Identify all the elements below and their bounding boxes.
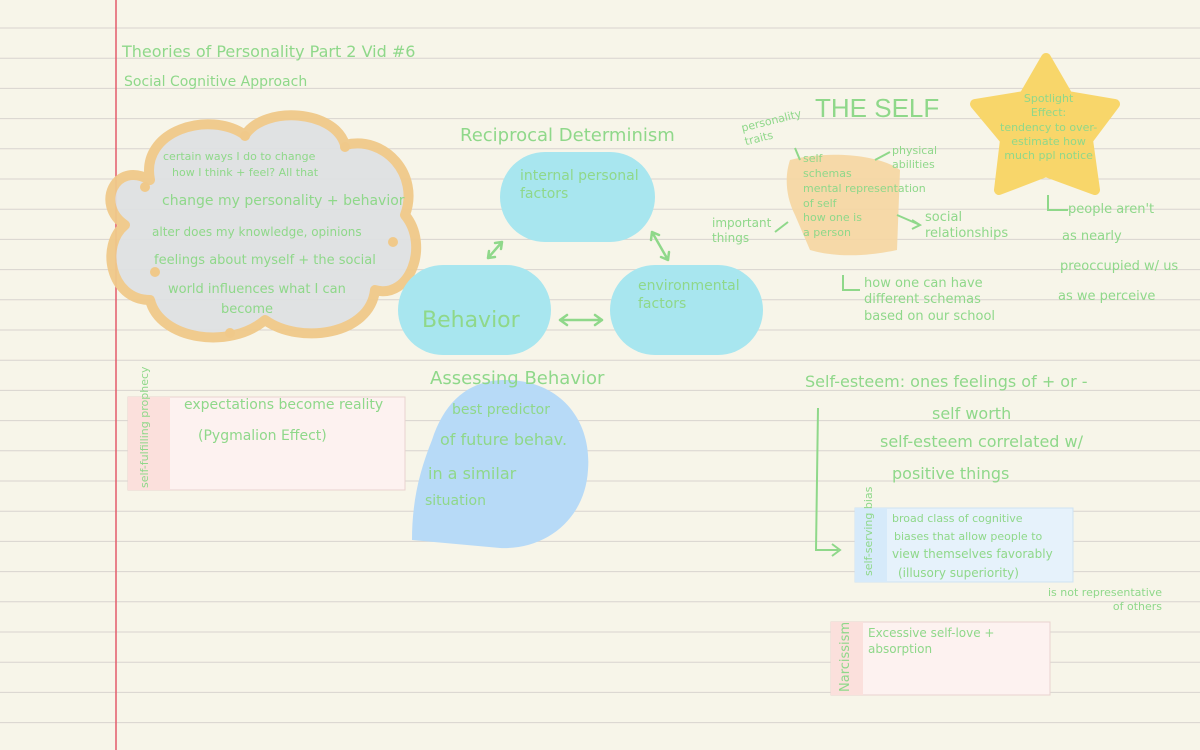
cloud-line: alter does my knowledge, opinions	[152, 225, 362, 239]
self-esteem-bracket	[814, 407, 842, 557]
self-serving-line: view themselves favorably	[892, 547, 1053, 561]
self-highlight	[786, 154, 900, 256]
self-fulfilling-tab	[128, 397, 170, 490]
cloud-line: certain ways I do to change	[163, 150, 316, 163]
cloud-line: how I think + feel? All that	[172, 166, 319, 179]
internal-factors-bubble	[500, 152, 655, 242]
self-esteem-line: self-esteem correlated w/	[880, 432, 1084, 451]
arrow-internal-environment	[649, 230, 671, 262]
narcissism-tab-label: Narcissism	[838, 621, 853, 692]
behavior-bubble	[398, 265, 551, 355]
self-fulfilling-line: expectations become reality	[184, 397, 384, 413]
environmental-factors-label: environmental factors	[638, 278, 740, 312]
self-serving-line: (illusory superiority)	[898, 566, 1019, 580]
self-esteem-line: Self-esteem: ones feelings of + or -	[805, 372, 1088, 391]
physical-abilities-label: physical abilities	[892, 144, 938, 171]
cloud-line: become	[221, 302, 274, 317]
environmental-factors-bubble	[610, 265, 763, 355]
assessing-title: Assessing Behavior	[430, 368, 605, 389]
physical-arrow	[874, 151, 891, 161]
how-one-label: how one can have different schemas based…	[864, 276, 996, 324]
self-serving-tab	[855, 508, 887, 582]
cloud-line: feelings about myself + the social	[154, 253, 376, 268]
cloud-line: world influences what I can	[168, 282, 346, 297]
assessing-line: in a similar	[428, 464, 517, 483]
self-serving-line: broad class of cognitive	[892, 512, 1023, 525]
arrow-internal-behavior	[486, 240, 504, 260]
assessing-blob	[412, 380, 589, 549]
thought-cloud	[105, 110, 422, 343]
notes-title: Theories of Personality Part 2 Vid #6	[122, 42, 416, 61]
spotlight-star-text: Spotlight Effect: tendency to over- esti…	[1000, 92, 1098, 163]
self-fulfilling-tab-label: self-fulfilling prophecy	[138, 366, 151, 488]
people-arrow	[1047, 195, 1068, 211]
notes-subtitle: Social Cognitive Approach	[124, 74, 308, 90]
important-things-label: important things	[712, 216, 772, 245]
self-schemas-label: self schemas mental representation of se…	[803, 152, 926, 240]
self-serving-line: biases that allow people to	[894, 530, 1043, 543]
narcissism-note	[830, 621, 1051, 696]
narcissism-tab	[831, 622, 863, 695]
important-arrow	[774, 221, 789, 233]
self-fulfilling-line: (Pygmalion Effect)	[198, 428, 327, 444]
behavior-label: Behavior	[422, 308, 520, 333]
self-serving-tab-label: self-serving bias	[862, 486, 875, 576]
internal-factors-label: internal personal factors	[520, 168, 639, 202]
self-esteem-line: positive things	[892, 464, 1010, 483]
narcissism-line: absorption	[868, 642, 933, 656]
self-serving-note	[854, 507, 1074, 583]
spotlight-star	[970, 53, 1120, 195]
narcissism-line: Excessive self-love +	[868, 626, 995, 640]
reciprocal-title: Reciprocal Determinism	[460, 125, 675, 146]
spotlight-line: as nearly	[1062, 229, 1122, 244]
arrow-behavior-environment	[558, 313, 604, 327]
social-relationships-label: social relationships	[925, 210, 1009, 242]
self-esteem-line: self worth	[932, 404, 1012, 423]
spotlight-line: preoccupied w/ us	[1060, 259, 1179, 274]
self-fulfilling-note	[127, 396, 406, 491]
assessing-line: situation	[425, 493, 486, 509]
assessing-line: of future behav.	[440, 430, 568, 449]
how-one-arrow	[842, 275, 860, 291]
self-serving-note-text: is not representative of others	[1048, 586, 1163, 613]
social-arrow	[896, 214, 923, 230]
cloud-line: change my personality + behavior	[162, 193, 405, 209]
spotlight-line: as we perceive	[1058, 289, 1156, 304]
spotlight-line: people aren't	[1068, 202, 1155, 217]
personality-arrow	[794, 147, 801, 161]
assessing-line: best predictor	[452, 402, 550, 418]
the-self-title: THE SELF	[815, 93, 940, 123]
